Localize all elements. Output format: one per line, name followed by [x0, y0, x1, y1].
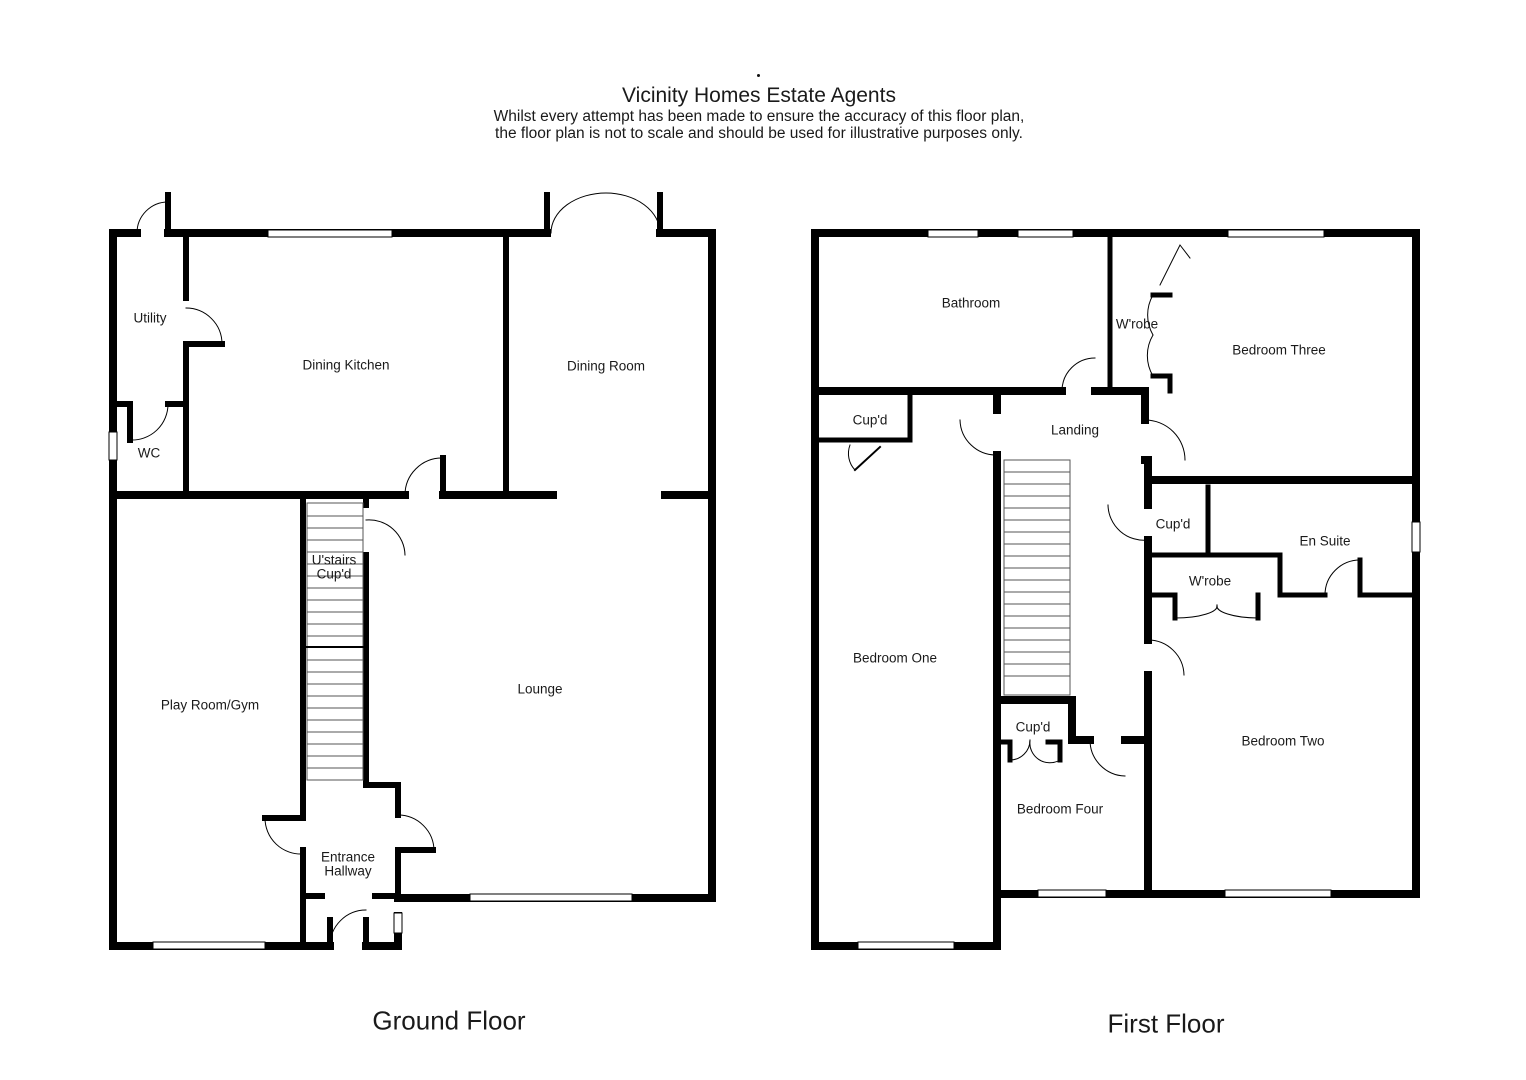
room-label-dining-room: Dining Room	[566, 358, 646, 374]
first-floor-plan	[811, 229, 1421, 950]
room-label-bedroom-four: Bedroom Four	[1016, 801, 1104, 817]
room-label-wrobe-bedroom-three: W'robe	[1115, 316, 1159, 332]
room-label-ustairs-cupd-line2: Cup'd	[316, 566, 352, 582]
disclaimer-line-1: Whilst every attempt has been made to en…	[493, 108, 1025, 125]
room-label-bathroom: Bathroom	[941, 295, 1001, 311]
header: Vicinity Homes Estate Agents Whilst ever…	[0, 72, 1526, 142]
first-floor-title: First Floor	[1107, 1008, 1225, 1039]
room-label-dining-kitchen: Dining Kitchen	[302, 357, 390, 373]
room-label-cupd-bedroom-four: Cup'd	[1015, 719, 1051, 735]
room-label-cupd-bedroom-one: Cup'd	[852, 412, 888, 428]
room-label-play-room: Play Room/Gym	[160, 697, 260, 713]
room-label-bedroom-three: Bedroom Three	[1232, 342, 1326, 358]
header-dot	[757, 74, 760, 77]
room-label-en-suite: En Suite	[1299, 533, 1351, 549]
disclaimer-line-2: the floor plan is not to scale and shoul…	[495, 125, 1023, 142]
room-label-landing: Landing	[1050, 422, 1100, 438]
room-label-cupd-landing: Cup'd	[1155, 516, 1191, 532]
room-label-utility: Utility	[133, 310, 167, 326]
room-label-bedroom-one: Bedroom One	[852, 650, 938, 666]
room-label-entrance-line2: Hallway	[324, 863, 372, 879]
ground-floor-title: Ground Floor	[372, 1005, 526, 1036]
room-label-wrobe-bedroom-two: W'robe	[1188, 573, 1232, 589]
company-title: Vicinity Homes Estate Agents	[622, 84, 896, 107]
room-label-ustairs-cupd-line1: U'stairs	[311, 552, 357, 568]
room-label-entrance-line1: Entrance	[320, 849, 376, 865]
room-label-wc: WC	[137, 445, 161, 461]
room-label-bedroom-two: Bedroom Two	[1241, 733, 1325, 749]
ground-floor-plan	[108, 192, 716, 950]
room-label-lounge: Lounge	[517, 681, 563, 697]
